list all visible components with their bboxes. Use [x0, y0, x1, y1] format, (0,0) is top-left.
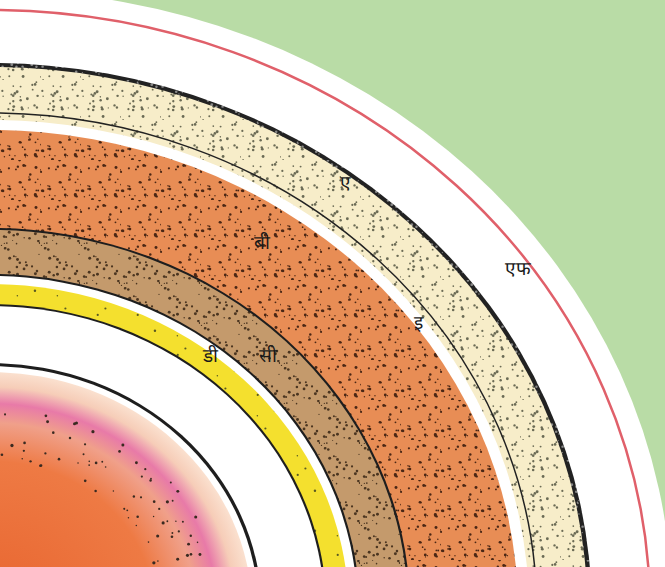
core-speckle — [141, 475, 143, 477]
core-speckle — [153, 516, 154, 517]
core-speckle — [58, 458, 61, 461]
core-speckle — [176, 558, 179, 561]
layer-c — [0, 230, 408, 567]
core-speckle — [75, 421, 78, 424]
core-speckle — [197, 542, 199, 544]
core-speckle — [175, 520, 176, 521]
core-speckle — [172, 500, 174, 502]
core — [0, 372, 252, 567]
core-speckle — [84, 480, 87, 483]
layer-a — [0, 67, 587, 567]
gap — [0, 276, 357, 567]
core-speckle — [83, 453, 85, 455]
core-speckle — [186, 554, 189, 557]
layer-label: एफ — [505, 258, 531, 279]
core-speckle — [69, 437, 72, 440]
core-speckle — [148, 541, 150, 543]
layer-label: बी — [254, 232, 270, 253]
core-speckle — [40, 464, 42, 466]
boundary-line — [0, 304, 327, 567]
core-speckle — [187, 543, 190, 546]
core-speckle — [194, 515, 197, 518]
core-speckle — [136, 525, 138, 527]
layer-label: सी — [259, 345, 277, 366]
core-speckle — [121, 444, 124, 447]
core-speckle — [118, 450, 121, 453]
core-speckle — [105, 466, 107, 468]
core-speckle — [10, 444, 13, 447]
core-speckle — [182, 521, 184, 523]
layer-label: ए — [340, 172, 351, 193]
layer-e-line — [0, 113, 537, 567]
layer-label: डी — [203, 345, 218, 366]
core-speckle — [4, 413, 6, 415]
core-speckle — [91, 430, 94, 433]
core-speckle — [198, 553, 201, 556]
core-speckle — [156, 534, 159, 537]
core-speckle — [190, 535, 192, 537]
core-speckle — [178, 530, 180, 532]
core-speckle — [153, 500, 156, 503]
core-speckle — [88, 464, 90, 466]
core-speckle — [1, 453, 4, 456]
core-speckle — [46, 420, 49, 423]
core-speckle — [77, 462, 79, 464]
core-speckle — [166, 520, 168, 522]
gap — [0, 120, 529, 567]
core-speckle — [29, 460, 31, 462]
dark-crust-line — [0, 63, 592, 567]
core-speckle — [171, 535, 174, 538]
core-speckle — [23, 450, 25, 452]
core-speckle — [135, 461, 138, 464]
layer-label: इ — [414, 312, 423, 333]
layer-b — [0, 130, 518, 567]
core-speckle — [190, 553, 193, 556]
boundary-line — [0, 228, 410, 567]
core-speckle — [21, 458, 23, 460]
core-speckle — [157, 560, 159, 562]
red-boundary — [0, 10, 650, 567]
core-speckle — [45, 414, 48, 417]
core-speckle — [152, 561, 155, 564]
core-speckle — [140, 496, 142, 498]
core-speckle — [44, 452, 46, 454]
core-speckle — [113, 490, 115, 492]
core-speckle — [123, 508, 125, 510]
core-speckle — [94, 490, 97, 493]
core-speckle — [170, 481, 172, 483]
core-speckle — [144, 468, 146, 470]
layer-d — [0, 284, 349, 567]
core-speckle — [23, 442, 26, 445]
core-speckle — [126, 509, 128, 511]
core-speckle — [150, 478, 152, 480]
core-speckle — [162, 521, 165, 524]
core-speckle — [88, 461, 90, 463]
core-speckle — [133, 495, 135, 497]
core-speckle — [176, 490, 179, 493]
core-speckle — [149, 479, 151, 481]
core-speckle — [39, 464, 42, 467]
core-speckle — [136, 515, 139, 518]
core-speckle — [52, 431, 55, 434]
core-speckle — [166, 500, 169, 503]
core-speckle — [128, 517, 129, 518]
core-speckle — [101, 461, 103, 463]
gap — [0, 306, 324, 567]
core-speckle — [95, 462, 98, 465]
core-speckle — [171, 532, 173, 534]
core-boundary — [0, 363, 262, 567]
gap — [0, 366, 258, 567]
core-speckle — [84, 443, 86, 445]
core-speckle — [158, 508, 160, 510]
boundary-line — [0, 274, 360, 567]
